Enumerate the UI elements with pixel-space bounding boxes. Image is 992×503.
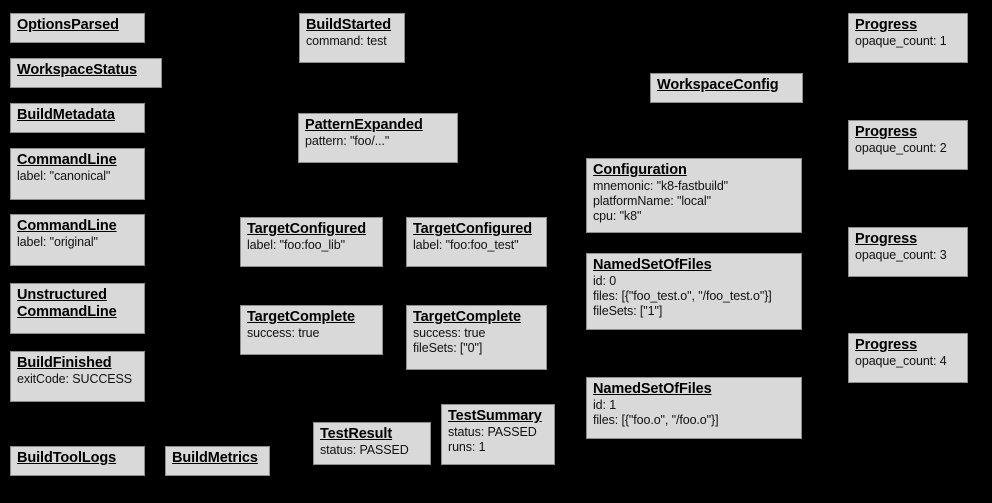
- event-node-build-metadata[interactable]: BuildMetadata: [10, 103, 145, 133]
- event-node-fields: exitCode: SUCCESS: [17, 372, 139, 387]
- event-node-field: label: "foo:foo_test": [413, 238, 519, 252]
- event-node-field: cpu: "k8": [593, 209, 642, 223]
- event-node-fields: label: "canonical": [17, 169, 139, 184]
- event-node-fields: opaque_count: 1: [855, 34, 962, 49]
- event-node-field: status: PASSED: [320, 443, 409, 457]
- event-node-title: CommandLine: [17, 218, 117, 234]
- event-node-workspace-config[interactable]: WorkspaceConfig: [650, 73, 803, 103]
- event-node-field: success: true: [247, 326, 320, 340]
- event-node-field: fileSets: ["1"]: [593, 304, 663, 318]
- event-node-title: TestResult: [320, 426, 393, 442]
- event-node-fields: label: "foo:foo_test": [413, 238, 541, 253]
- event-node-title: NamedSetOfFiles: [593, 381, 712, 397]
- event-node-field: label: "canonical": [17, 169, 111, 183]
- event-node-field: id: 0: [593, 274, 617, 288]
- event-node-workspace-status[interactable]: WorkspaceStatus: [10, 58, 162, 88]
- event-node-fields: status: PASSED: [320, 443, 425, 458]
- event-node-field: label: "original": [17, 235, 98, 249]
- event-node-field: mnemonic: "k8-fastbuild": [593, 179, 729, 193]
- event-node-fields: opaque_count: 3: [855, 248, 962, 263]
- event-node-title: TargetComplete: [247, 309, 355, 325]
- event-node-field: exitCode: SUCCESS: [17, 372, 133, 386]
- event-node-field: pattern: "foo/...": [305, 134, 390, 148]
- event-node-title: BuildFinished: [17, 355, 112, 371]
- event-node-title: Progress: [855, 124, 918, 140]
- event-node-field: status: PASSED: [448, 425, 537, 439]
- event-node-field: opaque_count: 3: [855, 248, 947, 262]
- event-node-fields: label: "foo:foo_lib": [247, 238, 377, 253]
- event-node-field: opaque_count: 1: [855, 34, 947, 48]
- event-node-title: Configuration: [593, 162, 687, 178]
- event-node-fields: command: test: [306, 34, 399, 49]
- event-node-title: Progress: [855, 231, 918, 247]
- event-node-field: platformName: "local": [593, 194, 711, 208]
- event-node-build-metrics[interactable]: BuildMetrics: [165, 446, 270, 476]
- event-node-title: WorkspaceConfig: [657, 77, 779, 93]
- event-node-title: BuildToolLogs: [17, 450, 117, 466]
- event-node-fields: success: true: [247, 326, 377, 341]
- event-node-title: PatternExpanded: [305, 117, 423, 133]
- event-node-title: CommandLine: [17, 152, 117, 168]
- event-node-fields: pattern: "foo/...": [305, 134, 452, 149]
- event-node-title: WorkspaceStatus: [17, 62, 137, 78]
- event-node-title: BuildMetadata: [17, 107, 115, 123]
- event-node-fields: opaque_count: 2: [855, 141, 962, 156]
- event-node-fields: opaque_count: 4: [855, 354, 962, 369]
- event-node-build-tool-logs[interactable]: BuildToolLogs: [10, 446, 145, 476]
- event-node-field: files: [{"foo_test.o", "/foo_test.o"}]: [593, 289, 772, 303]
- event-node-title: OptionsParsed: [17, 17, 119, 33]
- event-node-field: opaque_count: 2: [855, 141, 947, 155]
- event-node-title: Unstructured CommandLine: [17, 287, 117, 320]
- event-node-field: command: test: [306, 34, 387, 48]
- event-node-title: Progress: [855, 337, 918, 353]
- event-node-options-parsed[interactable]: OptionsParsed: [10, 13, 145, 43]
- event-node-title: BuildMetrics: [172, 450, 258, 466]
- event-node-title: TargetComplete: [413, 309, 521, 325]
- event-node-title: TestSummary: [448, 408, 542, 424]
- event-node-unstructured-command-line[interactable]: Unstructured CommandLine: [10, 283, 145, 334]
- event-node-field: label: "foo:foo_lib": [247, 238, 345, 252]
- event-node-fields: label: "original": [17, 235, 139, 250]
- event-node-title: BuildStarted: [306, 17, 392, 33]
- event-node-title: NamedSetOfFiles: [593, 257, 712, 273]
- event-node-fields: mnemonic: "k8-fastbuild"platformName: "l…: [593, 179, 796, 224]
- event-node-field: success: true: [413, 326, 486, 340]
- event-node-field: id: 1: [593, 398, 617, 412]
- event-node-field: fileSets: ["0"]: [413, 341, 483, 355]
- event-node-title: Progress: [855, 17, 918, 33]
- event-node-field: files: [{"foo.o", "/foo.o"}]: [593, 413, 719, 427]
- event-node-title: TargetConfigured: [247, 221, 366, 237]
- event-node-field: opaque_count: 4: [855, 354, 947, 368]
- event-node-title: TargetConfigured: [413, 221, 532, 237]
- event-node-field: runs: 1: [448, 440, 486, 454]
